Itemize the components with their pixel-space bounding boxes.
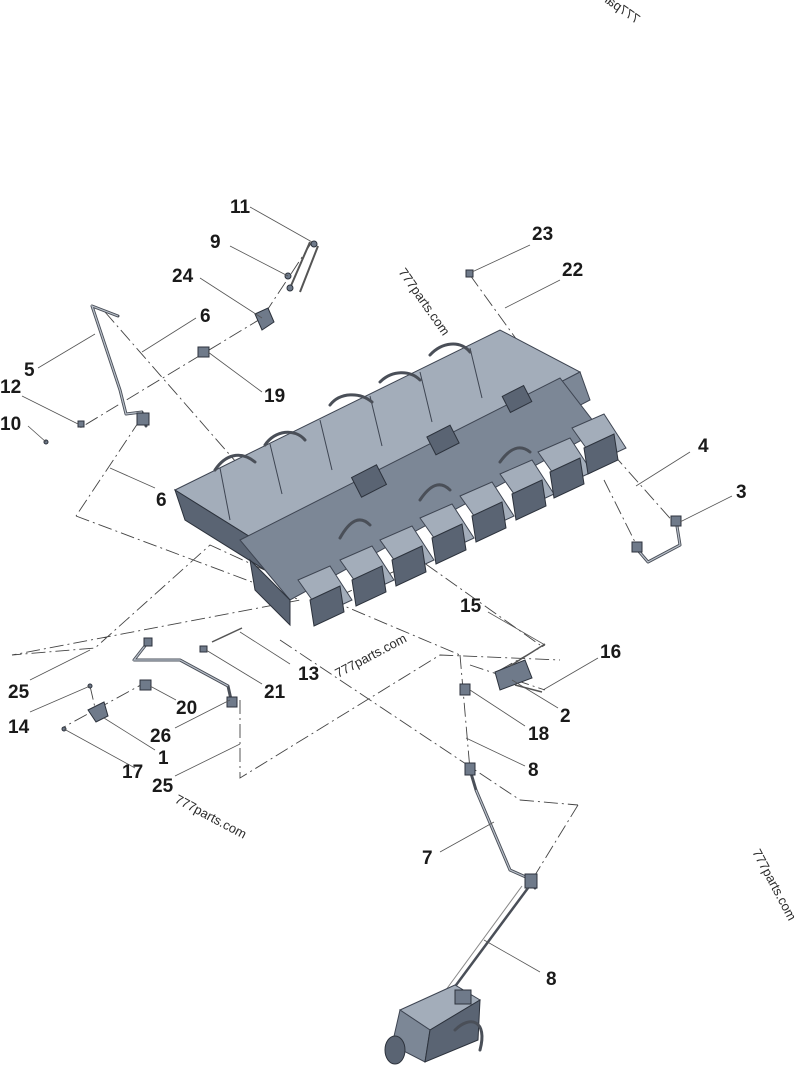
injector-row	[297, 413, 627, 627]
leader-lines	[21, 206, 733, 973]
callout-label: 8	[528, 760, 539, 781]
fitting	[631, 541, 643, 553]
callout-label: 8	[546, 969, 557, 990]
callout-label: 22	[562, 260, 583, 281]
callout-label: 18	[528, 724, 549, 745]
callout-label: 6	[200, 306, 211, 327]
intake-manifold-assembly	[173, 329, 601, 627]
callout-label: 26	[150, 726, 171, 747]
injector	[297, 565, 353, 627]
callout-label: 25	[8, 682, 30, 703]
clamp-19	[197, 346, 210, 358]
fitting	[136, 412, 150, 426]
fitting	[670, 515, 682, 527]
bolt-9	[289, 241, 311, 289]
callout-label: 3	[736, 482, 747, 503]
bolt-16	[514, 684, 543, 693]
bracket-24	[254, 307, 275, 331]
manifold-ribs	[219, 347, 533, 521]
callout-label: 10	[0, 414, 21, 435]
callout-label: 25	[152, 776, 174, 797]
callout-label: 1	[158, 748, 169, 769]
callout-label: 14	[8, 717, 30, 738]
callout-label: 21	[264, 682, 286, 703]
callout-label: 9	[210, 232, 221, 253]
fuel-pipe-8	[443, 887, 530, 1001]
fuel-pump-assembly	[384, 984, 484, 1065]
injector	[537, 437, 593, 499]
upper-fuel-lines	[213, 342, 532, 540]
injector	[339, 545, 395, 607]
bracket-1	[87, 701, 109, 723]
callout-labels: 11 9 24 6 5 12 10 19 23 22 4 3 6 25 14 2…	[0, 197, 747, 990]
callout-label: 12	[0, 377, 21, 398]
callout-label: 4	[698, 436, 709, 457]
bolt-13	[211, 627, 243, 643]
bolt-15	[509, 643, 546, 667]
callout-label: 11	[230, 197, 251, 218]
watermark: 777parts.com	[396, 265, 453, 338]
fitting	[524, 873, 538, 889]
watermark: 777parts.com	[173, 791, 250, 841]
callout-label: 24	[172, 266, 194, 287]
callout-label: 13	[298, 664, 319, 685]
injector	[379, 525, 435, 587]
callout-label: 17	[122, 762, 143, 783]
cap-23	[465, 269, 474, 278]
watermark: 777parts.com	[749, 846, 799, 923]
watermark: 777parts.com	[332, 630, 409, 680]
clamp-21	[199, 645, 208, 653]
fitting	[143, 637, 153, 647]
fitting	[226, 696, 238, 708]
callout-label: 16	[600, 642, 621, 663]
callout-label: 5	[24, 360, 35, 381]
fuel-pipe-26	[132, 640, 234, 706]
bracket-2	[494, 659, 533, 691]
clamp-20	[139, 679, 152, 691]
clamp-18	[459, 683, 471, 696]
callout-label: 15	[460, 596, 482, 617]
washer-12	[77, 420, 85, 428]
callout-label: 2	[560, 706, 571, 727]
callout-label: 7	[422, 848, 433, 869]
watermark: 777parts.com	[570, 0, 643, 26]
injector	[419, 503, 475, 565]
fuel-pipe-5	[90, 304, 148, 428]
fuel-pipe-7	[468, 768, 537, 890]
callout-label: 23	[532, 224, 553, 245]
injector	[571, 413, 627, 475]
injector	[459, 481, 515, 543]
callout-label: 6	[156, 490, 167, 511]
bolt-11	[299, 245, 319, 293]
fitting	[464, 762, 476, 776]
callout-label: 19	[264, 386, 285, 407]
callout-label: 20	[176, 698, 197, 719]
